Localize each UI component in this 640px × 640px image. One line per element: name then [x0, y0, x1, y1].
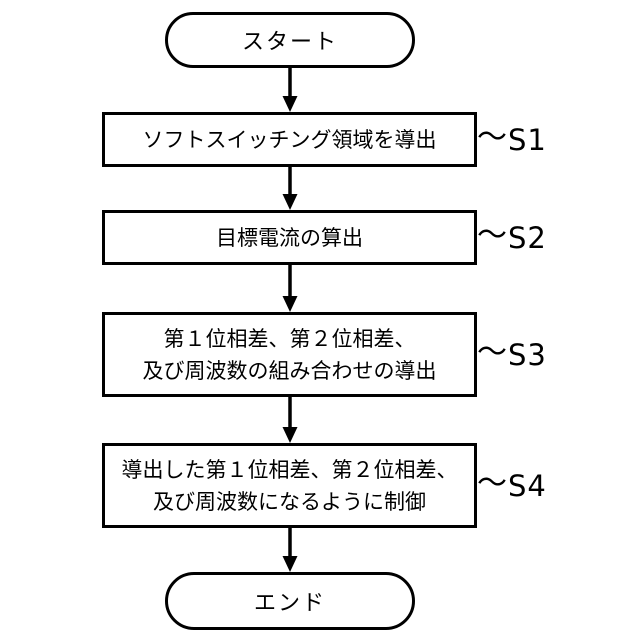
step-id-s3: S3 — [508, 338, 547, 372]
arrow-start-to-s1 — [282, 67, 298, 112]
process-s4-text-line2: 及び周波数になるように制御 — [153, 489, 426, 514]
tilde-connector-s1: 〜 — [477, 120, 507, 155]
process-s3-text-line1: 第１位相差、第２位相差、 — [163, 326, 416, 351]
process-box-s3: 第１位相差、第２位相差、 及び周波数の組み合わせの導出 — [102, 312, 477, 397]
start-terminal-label: スタート — [241, 30, 338, 55]
process-box-s4: 導出した第１位相差、第２位相差、 及び周波数になるように制御 — [102, 443, 477, 528]
step-label-s3: 〜 S3 — [477, 335, 547, 373]
process-s2-text: 目標電流の算出 — [216, 225, 363, 250]
arrow-s2-to-s3 — [282, 264, 298, 312]
tilde-connector-s3: 〜 — [477, 335, 507, 370]
step-label-s2: 〜 S2 — [477, 218, 547, 256]
process-box-s1: ソフトスイッチング領域を導出 — [102, 112, 477, 167]
start-terminal: スタート — [165, 12, 415, 68]
process-s4-text-line1: 導出した第１位相差、第２位相差、 — [121, 457, 458, 482]
arrow-s1-to-s2 — [282, 166, 298, 210]
arrow-s4-to-end — [282, 526, 298, 572]
process-box-s2: 目標電流の算出 — [102, 210, 477, 265]
step-id-s4: S4 — [508, 469, 547, 503]
step-id-s2: S2 — [508, 221, 547, 255]
step-label-s1: 〜 S1 — [477, 120, 547, 158]
process-s1-text: ソフトスイッチング領域を導出 — [142, 127, 437, 152]
tilde-connector-s2: 〜 — [477, 218, 507, 253]
step-id-s1: S1 — [508, 123, 547, 157]
process-s3-text-line2: 及び周波数の組み合わせの導出 — [142, 358, 437, 383]
arrow-s3-to-s4 — [282, 396, 298, 443]
tilde-connector-s4: 〜 — [477, 466, 507, 501]
step-label-s4: 〜 S4 — [477, 466, 547, 504]
end-terminal: エンド — [165, 572, 415, 630]
end-terminal-label: エンド — [253, 591, 326, 616]
